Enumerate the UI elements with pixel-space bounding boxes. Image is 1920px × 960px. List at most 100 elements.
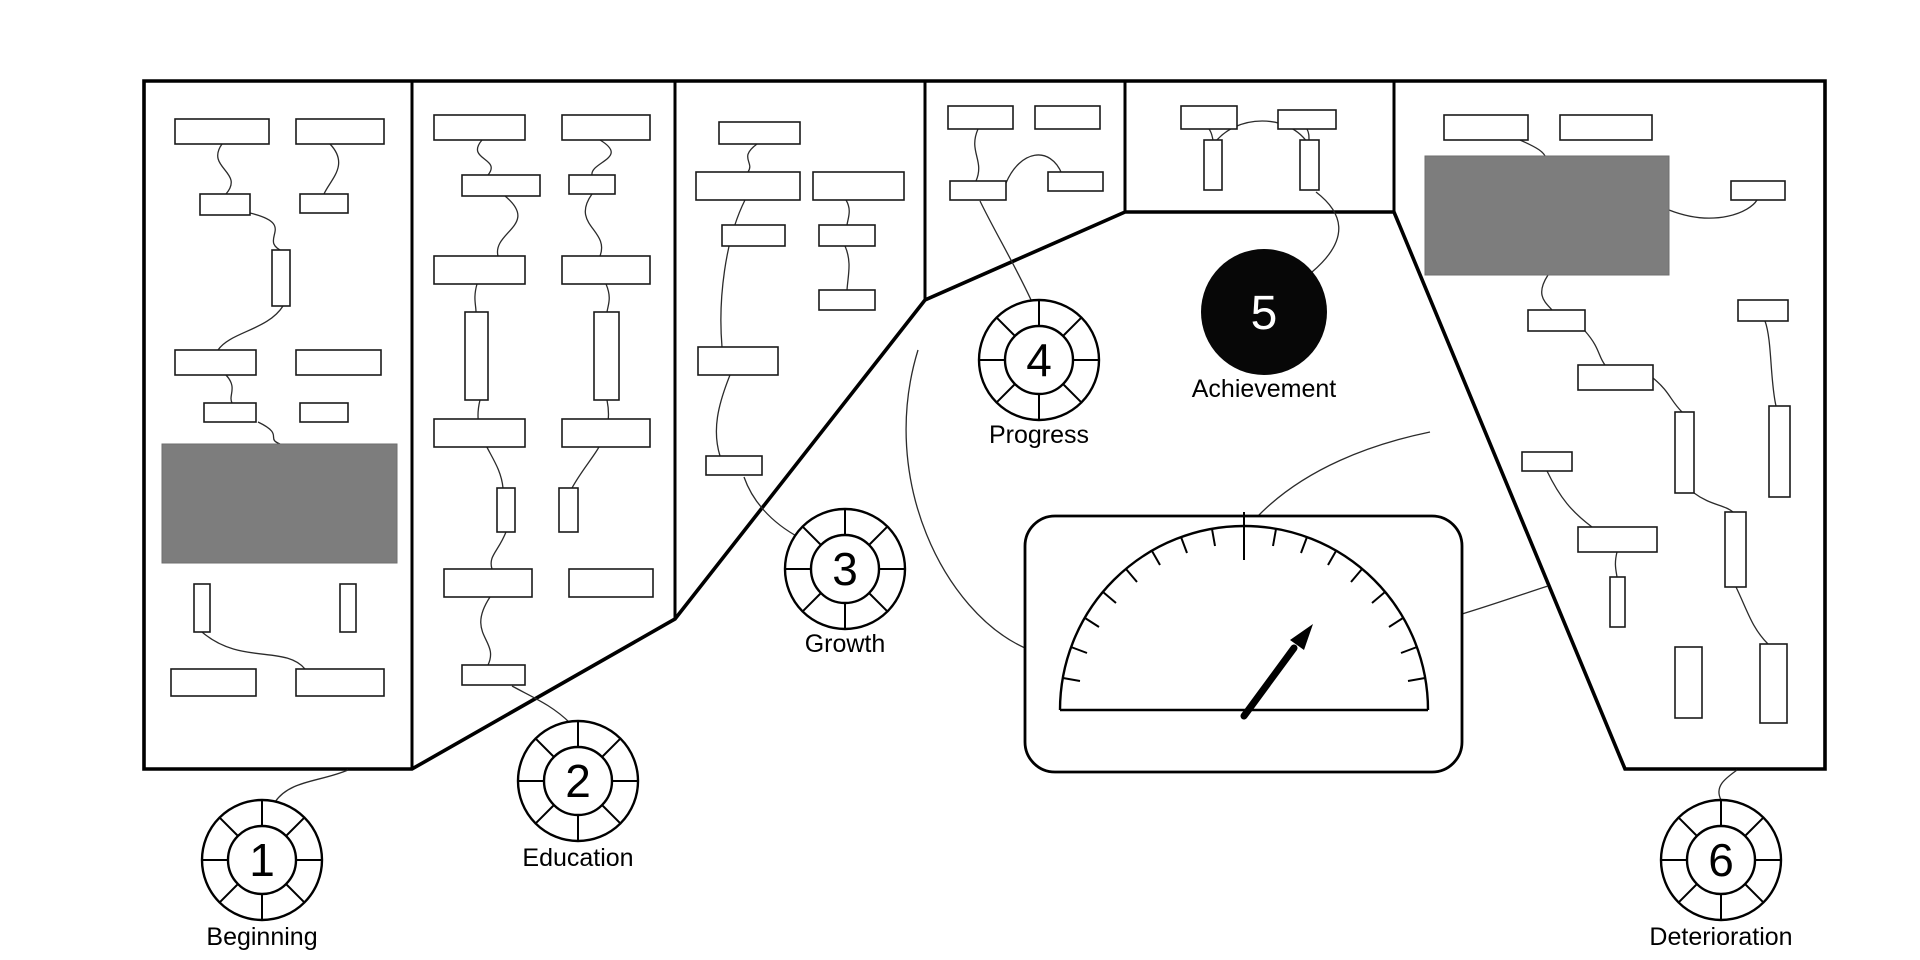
stage-markers: 1 Beginning 2 Education 3 Growth 4 Progr… [200, 249, 1793, 951]
component-rect [812, 171, 905, 201]
component-rect [561, 418, 651, 448]
connector-line [1257, 431, 1431, 517]
gauge-ticks [1062, 512, 1426, 682]
component-rect [433, 255, 526, 285]
panel-4-wires [974, 128, 1063, 184]
component-rect [568, 174, 616, 195]
component-rect [561, 255, 651, 285]
connector-line [905, 349, 1026, 649]
component-rect [299, 402, 349, 423]
component-rect [1737, 299, 1789, 322]
component-rect [1768, 405, 1791, 498]
stage-2-number: 2 [565, 755, 591, 807]
component-rect [193, 583, 211, 633]
stage-3-number: 3 [832, 543, 858, 595]
component-rect [174, 349, 257, 376]
component-rect [1724, 511, 1747, 588]
connector-line [1461, 585, 1549, 615]
connector-line [1311, 191, 1340, 273]
component-rect [464, 311, 489, 401]
component-rect [443, 568, 533, 598]
component-rect [1609, 576, 1626, 628]
stage-connectors [274, 191, 1738, 803]
component-rect [1443, 114, 1529, 141]
component-rect [568, 568, 654, 598]
component-rect [295, 349, 382, 376]
component-rect [1203, 139, 1223, 191]
panel-6-components [1424, 114, 1791, 724]
gauge-needle-tip [1290, 624, 1313, 650]
stage-1-number: 1 [249, 834, 275, 886]
component-rect [1759, 643, 1788, 724]
component-rect [947, 105, 1014, 130]
stage-2-label: Education [522, 844, 633, 872]
component-rect [295, 118, 385, 145]
component-rect [1047, 171, 1104, 192]
component-rect [1577, 526, 1658, 553]
component-rect [705, 455, 763, 476]
component-rect [818, 224, 876, 247]
component-rect [718, 121, 801, 145]
connector-line [979, 200, 1033, 303]
component-rect [1299, 139, 1320, 191]
stage-5-filled-circle-icon [1201, 249, 1327, 375]
component-rect [1527, 309, 1586, 332]
panel-5-components [1180, 105, 1337, 191]
component-rect [949, 180, 1007, 201]
component-rect [1521, 451, 1573, 472]
component-rect [174, 118, 270, 145]
panel-4-components [947, 105, 1104, 201]
component-rect [697, 346, 779, 376]
component-rect [1674, 411, 1695, 494]
panel-2-components [433, 114, 654, 686]
component-rect [1034, 105, 1101, 130]
panel-1-components [161, 118, 398, 697]
connector-line [511, 685, 571, 724]
component-rect [271, 249, 291, 307]
highlight-block [1424, 155, 1670, 276]
stage-4-number: 4 [1026, 334, 1052, 386]
connector-line [743, 476, 801, 539]
component-rect [695, 171, 801, 201]
panel-1-wires [201, 143, 340, 670]
component-rect [433, 418, 526, 448]
panel-5-wires [1208, 120, 1310, 146]
component-rect [461, 664, 526, 686]
panel-6-wires [1519, 139, 1777, 645]
stage-5-number: 5 [1251, 287, 1278, 340]
component-rect [1730, 180, 1786, 201]
component-rect [721, 224, 786, 247]
component-rect [433, 114, 526, 141]
component-rect [170, 668, 257, 697]
component-rect [1180, 105, 1238, 130]
analog-gauge-icon [1023, 512, 1464, 774]
panel-3-wires [715, 143, 850, 457]
component-rect [818, 289, 876, 311]
highlight-block [161, 443, 398, 564]
component-rect [295, 668, 385, 697]
component-rect [561, 114, 651, 141]
gauge-needle [1240, 644, 1298, 720]
component-rect [199, 193, 251, 216]
panel-3-components [695, 121, 905, 476]
component-rect [593, 311, 620, 401]
component-rect [496, 487, 516, 533]
stage-4-label: Progress [989, 421, 1089, 449]
stage-6-number: 6 [1708, 834, 1734, 886]
component-rect [558, 487, 579, 533]
connector-line [274, 769, 349, 803]
component-rect [461, 174, 541, 197]
component-rect [203, 402, 257, 423]
board-outline [142, 79, 1827, 771]
stage-6-label: Deterioration [1649, 923, 1792, 951]
component-rect [1577, 364, 1654, 391]
stage-1-label: Beginning [206, 923, 317, 951]
component-rect [1674, 646, 1703, 719]
stage-5-label: Achievement [1192, 375, 1337, 403]
stage-3-label: Growth [805, 630, 886, 658]
component-rect [299, 193, 349, 214]
component-rect [1277, 109, 1337, 130]
connector-line [1718, 769, 1738, 801]
